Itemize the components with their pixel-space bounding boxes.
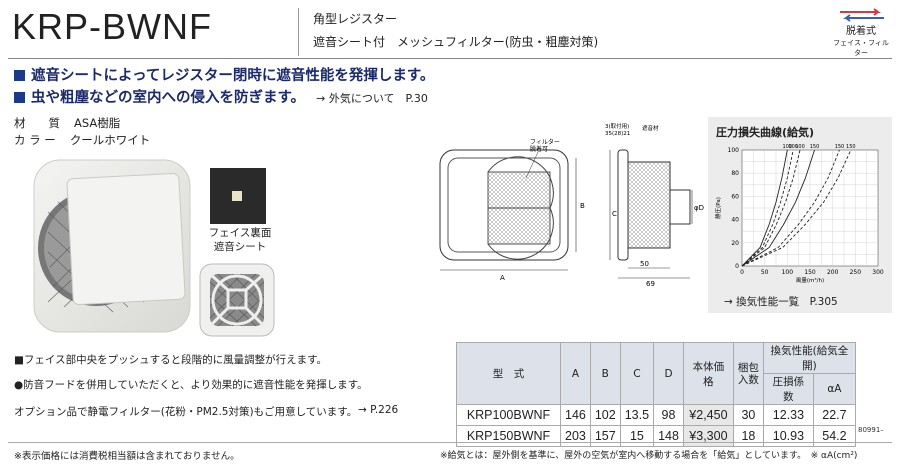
model-name: KRP-BWNF	[12, 6, 212, 47]
product-photo	[33, 159, 191, 333]
th-a: A	[560, 342, 591, 405]
dim-c-label: C	[612, 210, 617, 218]
series-label: 150	[810, 144, 820, 150]
th-model: 型 式	[456, 342, 561, 405]
series-line	[741, 149, 801, 267]
face-back-caption: フェイス裏面 遮音シート	[208, 227, 272, 253]
table-row: KRP100BWNF 146 102 13.5 98 ¥2,450 30 12.…	[456, 404, 856, 426]
th-d: D	[653, 342, 684, 405]
face-back-photo	[210, 168, 266, 224]
feature-bullet-2: 虫や粗塵などの室内への侵入を防ぎます。 → 外気について P.30	[14, 86, 428, 107]
outdoor-air-ref-link[interactable]: → 外気について P.30	[316, 92, 428, 105]
th-performance: 換気性能(給気全開)	[762, 342, 856, 374]
spec-table: 型 式 A B C D 本体価格 梱包 入数 換気性能(給気全開) 圧損係数 α…	[456, 342, 856, 447]
x-tick-label: 0	[740, 269, 744, 276]
y-tick-label: 80	[731, 170, 739, 177]
sheet-label: 遮音材	[642, 124, 659, 132]
y-tick-label: 0	[735, 263, 739, 270]
dim-50-label: 50	[640, 260, 649, 268]
dim-69-label: 69	[646, 280, 655, 288]
x-tick-label: 300	[872, 269, 884, 276]
footer-rule	[8, 442, 892, 443]
series-line	[741, 149, 815, 267]
series-line	[741, 149, 852, 267]
detachable-badge: 脱着式 フェイス・フィルター	[830, 8, 892, 58]
th-price: 本体価格	[682, 342, 734, 405]
note-push-adjust: ■フェイス部中央をプッシュすると段階的に風量調整が行えます。	[14, 354, 328, 366]
product-feature: 遮音シート付 メッシュフィルター(防虫・粗塵対策)	[313, 35, 599, 49]
x-tick-label: 200	[827, 269, 839, 276]
y-axis-label: 静圧(Pa)	[714, 197, 722, 219]
performance-ref-link[interactable]: → 換気性能一覧 P.305	[724, 296, 838, 308]
feature-bullet-1: 遮音シートによってレジスター閉時に遮音性能を発揮します。	[14, 64, 434, 85]
color-spec: カ ラ ークールホワイト	[14, 133, 151, 147]
mount-label: 3(取付用)35(28)21	[605, 122, 630, 137]
y-tick-label: 20	[731, 240, 739, 247]
series-label: 100	[783, 144, 793, 150]
x-tick-label: 250	[850, 269, 862, 276]
series-line	[741, 149, 840, 267]
table-row: KRP150BWNF 203 157 15 148 ¥3,300 18 10.9…	[456, 425, 856, 447]
table-header-row: 型 式 A B C D 本体価格 梱包 入数 換気性能(給気全開)	[456, 342, 856, 405]
badge-top: 脱着式	[846, 26, 876, 37]
x-axis-label: 風量(m³/h)	[796, 277, 824, 284]
option-filter-ref-link[interactable]: → P.226	[358, 404, 399, 416]
dimension-drawing: B A フィルター脱着可 3(取付用)35(28)21 遮音材 φD C 50 …	[439, 122, 704, 288]
chart-title: 圧力損失曲線(給気)	[716, 126, 815, 139]
center-mark	[232, 191, 242, 201]
x-tick-label: 100	[782, 269, 794, 276]
y-tick-label: 40	[731, 217, 739, 224]
th-b: B	[589, 342, 621, 405]
note-option-filter: オプション品で静電フィルター(花粉・PM2.5対策)もご用意しています。	[14, 406, 358, 418]
x-tick-label: 50	[761, 269, 769, 276]
x-tick-label: 150	[804, 269, 816, 276]
dim-d-label: φD	[694, 204, 704, 212]
y-tick-label: 60	[731, 193, 739, 200]
header-rule	[8, 58, 892, 59]
series-line	[741, 149, 794, 267]
pressure-loss-chart: 0 20 40 60 80 100 0 50 100 150 200 250 300 静圧(Pa) 風量(m…	[714, 144, 884, 284]
badge-bottom: フェイス・フィルター	[833, 39, 889, 57]
series-label: 150	[846, 144, 856, 150]
catalog-code: 80991–	[858, 426, 884, 434]
dim-b-label: B	[580, 202, 585, 210]
series-label: 100	[788, 144, 798, 150]
dim-a-label: A	[500, 274, 505, 282]
footer-tax-note: ※表示価格には消費税相当額は含まれておりません。	[14, 451, 240, 462]
series-label: 100	[795, 144, 805, 150]
header-divider	[298, 8, 299, 56]
th-alpha-a: αA	[812, 373, 856, 405]
th-c: C	[619, 342, 655, 405]
footer-supply-note: ※給気とは：屋外側を基準に、屋外の空気が室内へ移動する場合を「給気」としています…	[440, 451, 858, 461]
square-bullet-icon	[14, 70, 25, 81]
series-line	[741, 149, 788, 267]
square-bullet-icon	[14, 92, 25, 103]
note-soundproof-hood: ●防音フードを併用していただくと、より効果的に遮音性能を発揮します。	[14, 379, 368, 391]
arrows-icon	[840, 8, 884, 22]
th-loss-coef: 圧損係数	[762, 373, 814, 405]
filter-photo	[199, 263, 275, 337]
th-pack: 梱包 入数	[732, 342, 764, 405]
series-label: 150	[835, 144, 845, 150]
y-tick-label: 100	[728, 147, 740, 154]
filter-label: フィルター脱着可	[530, 138, 560, 153]
product-type: 角型レジスター	[313, 12, 398, 26]
